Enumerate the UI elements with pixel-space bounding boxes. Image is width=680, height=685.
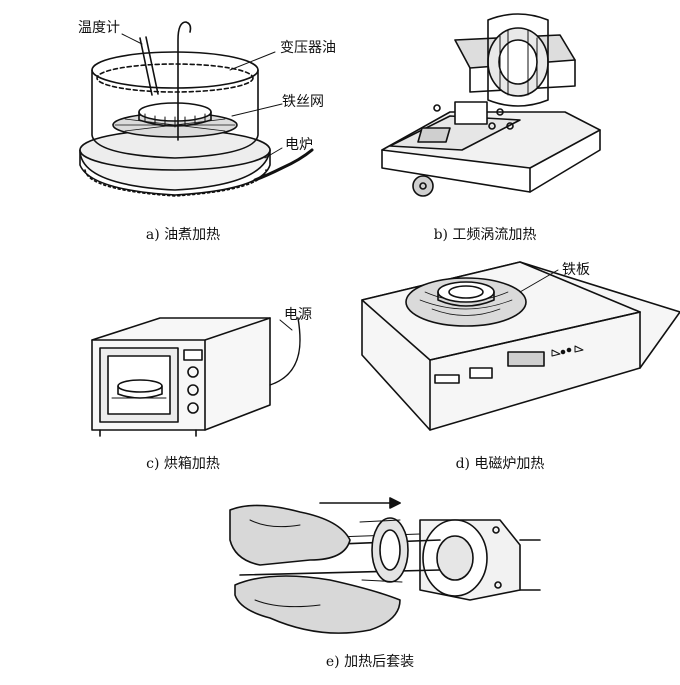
assembly-illustration xyxy=(229,497,541,634)
caption-e: e) 加热后套装 xyxy=(325,654,415,670)
electric-stove-label: 电炉 xyxy=(285,137,313,153)
caption-d: d) 电磁炉加热 xyxy=(455,456,545,472)
iron-plate-label: 铁板 xyxy=(562,262,590,278)
oil-bath-illustration xyxy=(79,21,314,197)
induction-cooker-illustration xyxy=(361,261,680,431)
caption-a: a) 油煮加热 xyxy=(145,227,221,243)
transformer-oil-label: 变压器油 xyxy=(280,40,336,56)
wire-mesh-label: 铁丝网 xyxy=(282,94,324,110)
caption-c: c) 烘箱加热 xyxy=(146,456,220,472)
power-source-label: 电源 xyxy=(284,307,312,323)
caption-b: b) 工频涡流加热 xyxy=(433,227,537,243)
oven-illustration xyxy=(91,317,301,437)
thermometer-label: 温度计 xyxy=(78,20,120,36)
eddy-current-heater-illustration xyxy=(381,13,601,197)
